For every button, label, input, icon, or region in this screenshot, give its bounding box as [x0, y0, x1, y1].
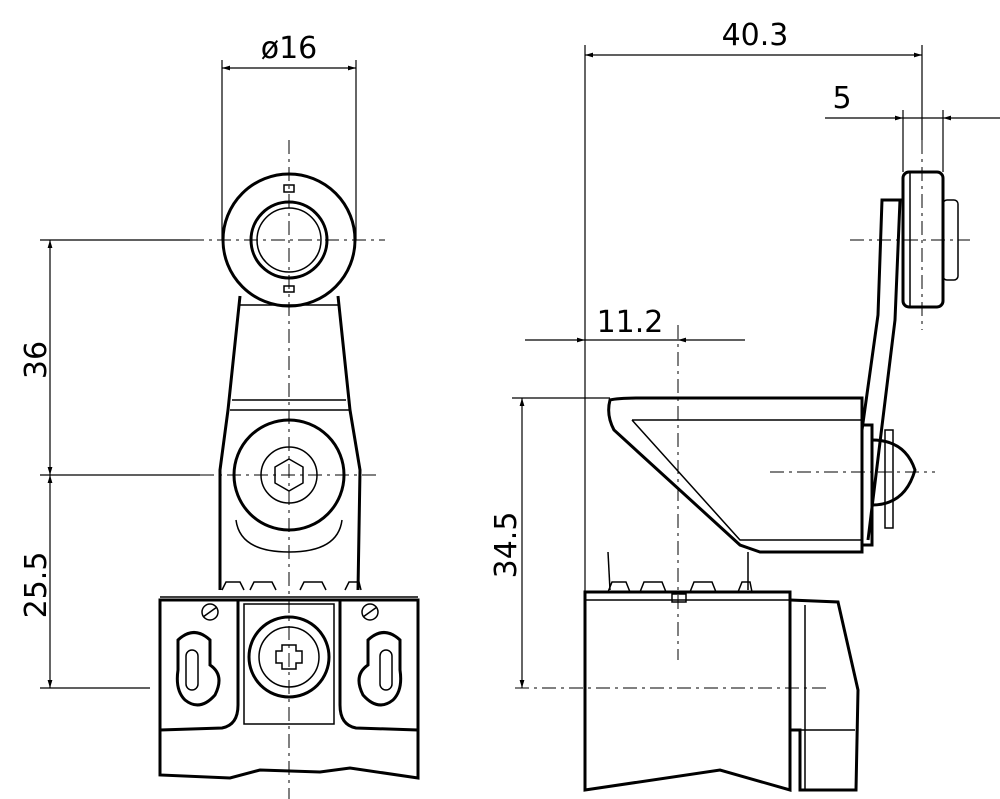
- switch-body: [158, 581, 420, 780]
- front-view: [158, 140, 420, 799]
- label-pivot-offset: 11.2: [597, 305, 664, 340]
- label-pivot-height: 34.5: [489, 512, 524, 579]
- side-view: [515, 140, 970, 792]
- dimension-labels: ø16 36 25.5 40.3 5 11.2 34.5: [19, 18, 852, 618]
- label-roller-width: 5: [832, 81, 851, 116]
- lever-head: [607, 396, 917, 591]
- label-height-lower: 25.5: [19, 552, 54, 619]
- label-height-upper: 36: [19, 341, 54, 379]
- lever-arm: [218, 295, 362, 591]
- label-roller-diameter: ø16: [261, 31, 318, 66]
- label-overall-width: 40.3: [722, 18, 789, 53]
- side-body: [583, 581, 860, 792]
- dimension-lines: [40, 45, 1000, 689]
